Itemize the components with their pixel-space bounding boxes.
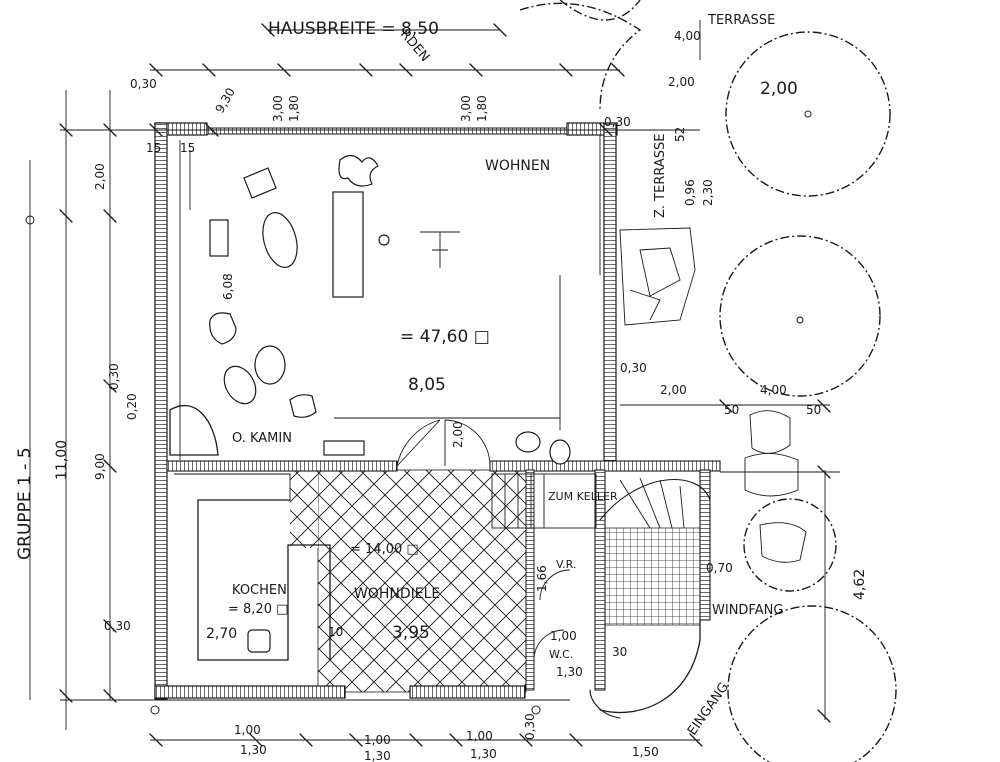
wall-south-left [154, 685, 346, 699]
dim-200-tree-inner: 2,00 [760, 79, 798, 99]
dim-400-top: 4,00 [674, 29, 701, 43]
door-swing-storage [539, 569, 571, 601]
dim-200-left: 2,00 [93, 163, 107, 190]
room-kitchen: KOCHEN [232, 583, 287, 598]
wall-west [154, 122, 168, 700]
room-living: WOHNEN [485, 158, 550, 174]
stair-grid-floor [599, 527, 701, 626]
dim-030-top: 0,30 [130, 77, 157, 91]
dim-462: 4,62 [852, 569, 868, 600]
room-storage: V.R. [556, 558, 576, 571]
terrace-label: TERRASSE [707, 13, 775, 28]
room-hall: WOHNDIELE [354, 586, 440, 602]
dim-10: 10 [328, 625, 343, 639]
tree-bottom [727, 605, 897, 762]
room-living-width: 8,05 [408, 375, 446, 395]
dim-096: 0,96 [683, 179, 697, 206]
door-swing-living [396, 419, 441, 467]
wall-wc-west [525, 469, 535, 691]
hall-floor-crosshatch-left [290, 470, 318, 548]
entrance-curve [599, 619, 701, 714]
dim-020-k: 0,20 [125, 393, 139, 420]
dim-166: 1,66 [535, 565, 549, 592]
terrace-side-label: Z. TERRASSE [653, 134, 668, 218]
room-kitchen-dim: 2,70 [206, 626, 237, 642]
dim-900: 9,00 [93, 453, 107, 480]
group-label: GRUPPE 1 - 5 [15, 447, 35, 560]
dim-200-tree: 2,00 [668, 75, 695, 89]
wall-mid-horizontal [166, 460, 398, 472]
dim-300-b: 3,00 [459, 95, 473, 122]
dim-030-b4: 0,30 [523, 713, 537, 740]
kitchen-counter [197, 499, 331, 661]
fireplace [169, 404, 219, 456]
dim-1100: 11,00 [54, 440, 70, 480]
dim-130-b2: 1,30 [364, 749, 391, 762]
dim-100-b1: 1,00 [234, 723, 261, 737]
dim-030-a: 0,30 [620, 361, 647, 375]
room-wc: W.C. [549, 648, 573, 661]
dim-15b: 15 [180, 141, 195, 155]
dim-130-b1: 1,30 [240, 743, 267, 757]
dim-200-mid: 2,00 [660, 383, 687, 397]
room-cellar: ZUM KELLER [548, 490, 618, 503]
dim-52: 52 [673, 127, 687, 142]
dim-50-l: 50 [724, 403, 739, 417]
wall-stair-east [699, 469, 711, 621]
dim-180-b: 1,80 [475, 95, 489, 122]
wall-south-mid [409, 685, 526, 699]
tree-top [725, 31, 891, 197]
house-width-label: HAUSBREITE = 8,50 [268, 19, 439, 39]
door-swing-living-2 [444, 419, 491, 467]
dim-070: 0,70 [706, 561, 733, 575]
hall-floor-crosshatch [317, 469, 527, 693]
dim-100-b3: 1,00 [466, 729, 493, 743]
dim-180-a: 1,80 [287, 95, 301, 122]
dim-400-mid: 4,00 [760, 383, 787, 397]
stair-curve [599, 479, 711, 521]
dim-130-b3: 1,30 [470, 747, 497, 761]
room-hall-dim: 3,95 [392, 623, 430, 643]
dim-130-wc: 1,30 [556, 665, 583, 679]
dim-100-wc: 1,00 [550, 629, 577, 643]
room-entrance: EINGANG [685, 680, 732, 738]
room-kitchen-area: = 8,20 □ [228, 602, 288, 617]
door-swing-wc [533, 629, 565, 661]
dim-608: 6,08 [221, 273, 235, 300]
dim-200-door: 2,00 [451, 421, 465, 448]
terrace-stones [619, 227, 696, 326]
dim-030-t: 0,30 [604, 115, 631, 129]
dim-030-bl: 0,30 [104, 619, 131, 633]
wall-stair-west [594, 469, 606, 691]
living-sofa [332, 191, 364, 298]
dim-100-b2: 1,00 [364, 733, 391, 747]
dim-030-wc: 30 [612, 645, 627, 659]
dim-15: 15 [146, 141, 161, 155]
room-vestibule: WINDFANG [712, 603, 783, 618]
room-living-area: = 47,60 □ [400, 327, 490, 347]
dim-300-a: 3,00 [271, 95, 285, 122]
tree-middle [719, 235, 881, 397]
wall-east-upper [603, 122, 617, 467]
dim-030-left: 0,30 [107, 363, 121, 390]
room-fireplace: O. KAMIN [232, 431, 292, 446]
room-hall-area: = 14,00 □ [350, 542, 419, 557]
dim-150: 1,50 [632, 745, 659, 759]
dim-930: 9,30 [212, 85, 237, 115]
dim-50-r: 50 [806, 403, 821, 417]
wall-north-mid [206, 127, 568, 135]
dim-230: 2,30 [701, 179, 715, 206]
